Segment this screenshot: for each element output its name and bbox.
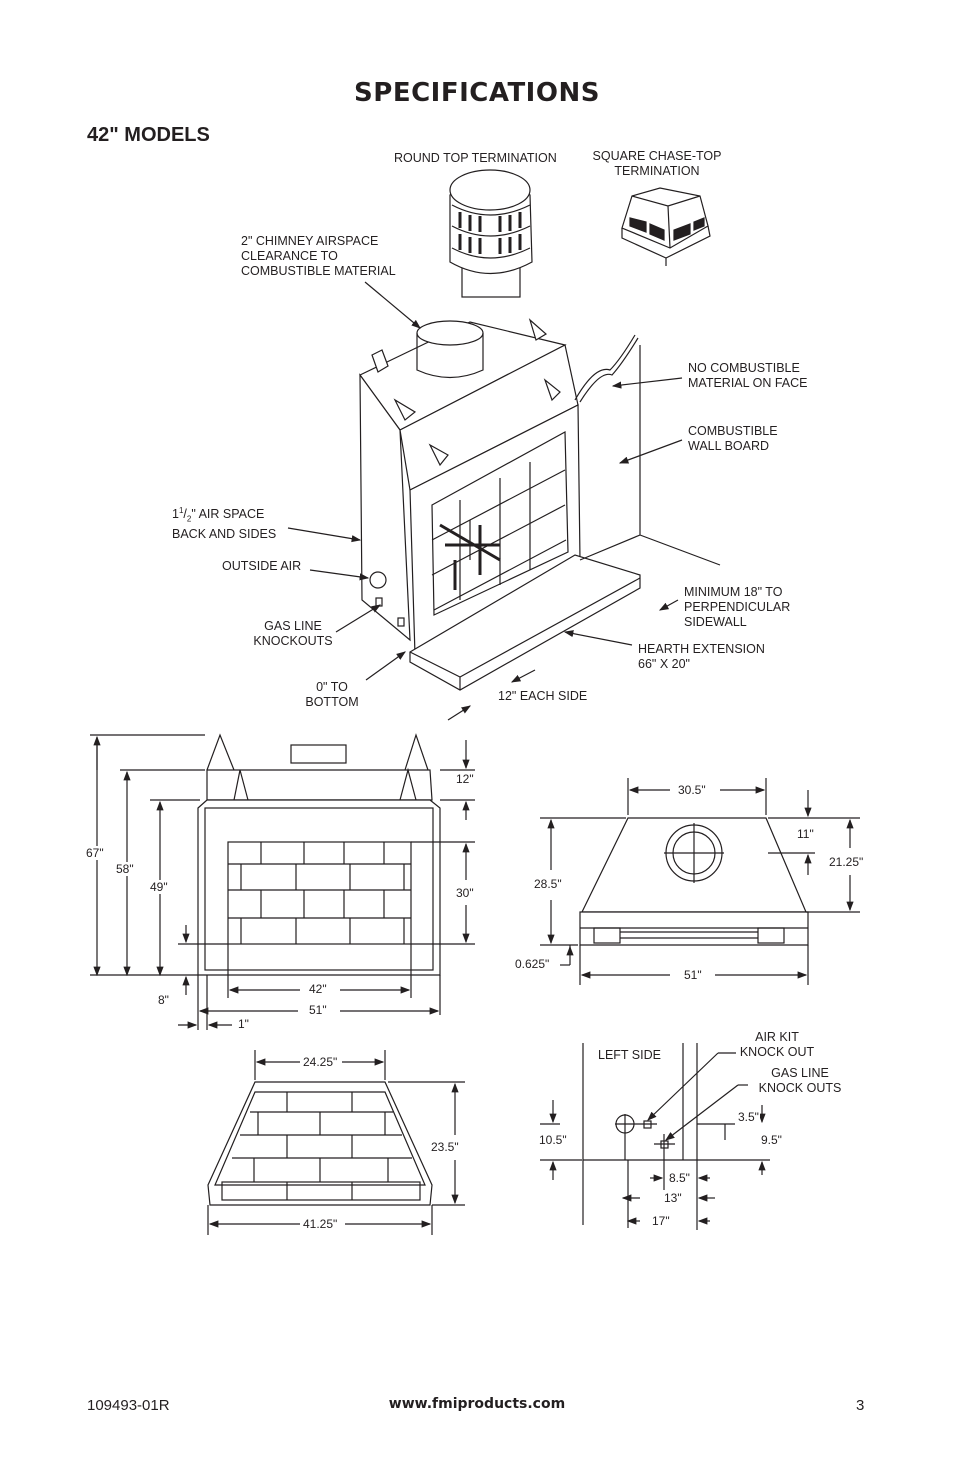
dim-3-5: 3.5" (737, 1110, 760, 1124)
dim-21-25: 21.25" (828, 855, 865, 869)
top-view-drawing (540, 778, 860, 985)
section-subtitle: 42" MODELS (87, 124, 210, 146)
dim-8-5: 8.5" (668, 1171, 691, 1185)
dim-30-5: 30.5" (677, 783, 707, 797)
page-title: SPECIFICATIONS (354, 78, 600, 108)
label-hearth-extension: HEARTH EXTENSION 66" X 20" (638, 642, 765, 671)
website-link[interactable]: www.fmiproducts.com (388, 1396, 566, 1412)
dim-17: 17" (651, 1214, 671, 1228)
dim-58: 58" (115, 862, 135, 876)
dim-67: 67" (85, 846, 105, 860)
label-air-kit: AIR KIT KNOCK OUT (739, 1030, 815, 1059)
firebox-view-drawing (207, 1050, 465, 1235)
dim-23-5: 23.5" (430, 1140, 460, 1154)
square-chase-top-drawing (621, 187, 711, 266)
label-outside-air: OUTSIDE AIR (222, 559, 302, 573)
dim-51-front: 51" (308, 1003, 328, 1017)
dim-1: 1" (237, 1017, 250, 1031)
isometric-leaders (287, 281, 683, 721)
dim-8: 8" (157, 993, 170, 1007)
dim-0-625: 0.625" (514, 957, 551, 971)
dim-30: 30" (455, 886, 475, 900)
fireplace-isometric-drawing (359, 318, 721, 691)
label-round-top-termination: ROUND TOP TERMINATION (394, 151, 557, 165)
page-number: 3 (856, 1397, 865, 1414)
dim-13: 13" (663, 1191, 683, 1205)
label-gas-knockouts: GAS LINE KNOCKOUTS (253, 619, 333, 648)
dim-49: 49" (149, 880, 169, 894)
dim-41-25: 41.25" (302, 1217, 339, 1231)
label-zero-bottom: 0" TO BOTTOM (305, 680, 359, 709)
label-combustible-wall: COMBUSTIBLE WALL BOARD (688, 424, 778, 453)
label-each-side: 12" EACH SIDE (498, 689, 588, 703)
dim-12: 12" (455, 772, 475, 786)
label-gas-line: GAS LINE KNOCK OUTS (758, 1066, 842, 1095)
label-square-chase-top: SQUARE CHASE-TOP TERMINATION (592, 149, 722, 178)
round-top-termination-drawing (449, 169, 533, 298)
label-chimney-clearance: 2" CHIMNEY AIRSPACE CLEARANCE TO COMBUST… (241, 234, 396, 278)
document-number: 109493-01R (87, 1397, 170, 1414)
dim-11: 11" (796, 827, 815, 841)
dim-9-5: 9.5" (760, 1133, 783, 1147)
front-view-drawing (90, 733, 475, 1030)
label-left-side: LEFT SIDE (598, 1048, 661, 1062)
dim-42: 42" (308, 982, 328, 996)
label-min-18: MINIMUM 18" TO PERPENDICULAR SIDEWALL (684, 585, 791, 629)
side-view-drawing (540, 1043, 770, 1230)
dim-24-25: 24.25" (302, 1055, 339, 1069)
dim-28-5: 28.5" (533, 877, 563, 891)
dim-51-top: 51" (683, 968, 703, 982)
dim-10-5: 10.5" (538, 1133, 568, 1147)
label-no-combustible: NO COMBUSTIBLE MATERIAL ON FACE (688, 361, 808, 390)
